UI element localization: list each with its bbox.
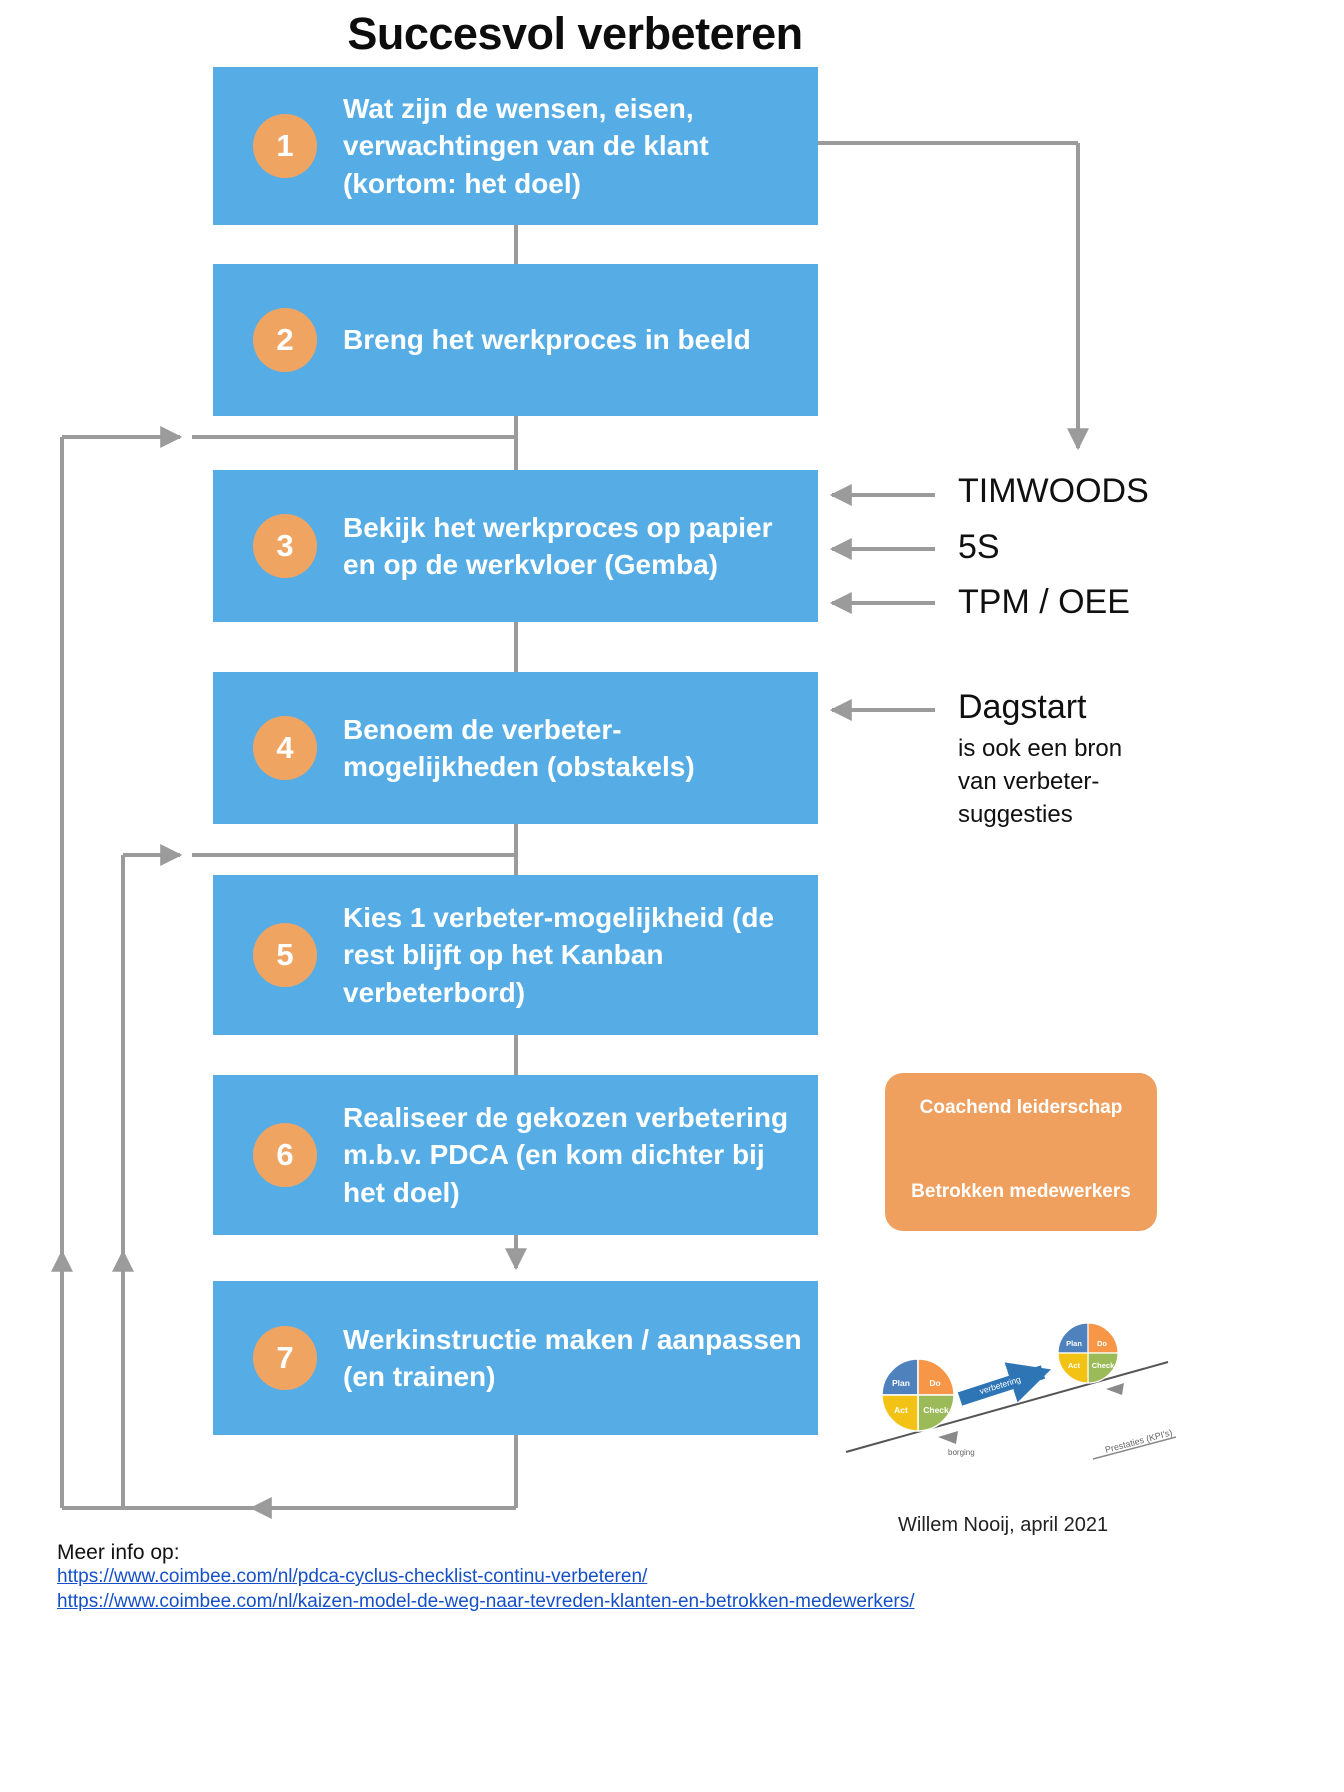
footer-link-kaizen[interactable]: https://www.coimbee.com/nl/kaizen-model-… [57,1591,915,1612]
step-6-number-badge: 6 [253,1123,317,1187]
step-box-7: 7 Werkinstructie maken / aanpassen (en t… [213,1281,818,1435]
leadership-line-2: Betrokken medewerkers [911,1181,1131,1202]
step-6-number: 6 [276,1137,294,1172]
svg-text:Plan: Plan [1066,1339,1082,1348]
step-box-3: 3 Bekijk het werkproces op papier en op … [213,470,818,622]
label-dagstart: Dagstart [958,688,1087,726]
kpi-axis-line [1092,1436,1177,1460]
step-1-number-badge: 1 [253,114,317,178]
page-title: Succesvol verbeteren [347,8,803,59]
footer-link-pdca[interactable]: https://www.coimbee.com/nl/pdca-cyclus-c… [57,1566,648,1587]
borging-label: borging [948,1448,975,1457]
step-2-number: 2 [276,322,294,357]
label-tpm-oee: TPM / OEE [958,583,1130,621]
step-4-number-badge: 4 [253,716,317,780]
step-4-text: Benoem de verbeter-mogelijkheden (obstak… [343,713,695,782]
slope-line [845,1361,1169,1453]
svg-text:Act: Act [894,1405,908,1415]
chock-right [1106,1383,1124,1395]
step-7-number: 7 [276,1340,294,1375]
label-5s: 5S [958,528,1000,566]
step-1-number: 1 [276,128,294,163]
step-box-1: 1 Wat zijn de wensen, eisen, verwachting… [213,67,818,225]
step-7-text: Werkinstructie maken / aanpassen (en tra… [343,1323,802,1392]
step-2-number-badge: 2 [253,308,317,372]
pdca-wheel-small [1057,1322,1119,1384]
step-2-text: Breng het werkproces in beeld [343,324,751,356]
svg-text:Act: Act [1068,1361,1081,1370]
svg-text:Check: Check [1092,1361,1115,1370]
pdca-slope-figure: Plan Do Check Act Plan Do Check Act verb… [845,1322,1177,1460]
step-box-2: 2 Breng het werkproces in beeld [213,264,818,416]
step-5-number: 5 [276,937,294,972]
step-3-number-badge: 3 [253,514,317,578]
chock-left [938,1431,958,1444]
svg-text:Check: Check [923,1405,949,1415]
step-box-5: 5 Kies 1 verbeter-mogelijkheid (de rest … [213,875,818,1035]
leadership-line-1: Coachend leiderschap [919,1097,1123,1118]
step-5-number-badge: 5 [253,923,317,987]
svg-text:Do: Do [1097,1339,1107,1348]
svg-text:Plan: Plan [892,1378,910,1388]
step-3-number: 3 [276,528,294,563]
credit-text: Willem Nooij, april 2021 [898,1514,1109,1536]
step-3-text: Bekijk het werkproces op papier en op de… [343,511,773,580]
label-dagstart-note: is ook een bron van verbeter-suggesties [958,735,1123,829]
step-box-4: 4 Benoem de verbeter-mogelijkheden (obst… [213,672,818,824]
label-timwoods: TIMWOODS [958,472,1149,510]
pdca-wheel-large [881,1358,955,1432]
svg-text:Do: Do [929,1378,940,1388]
step-4-number: 4 [276,730,294,765]
leadership-panel: Coachend leiderschap Betrokken medewerke… [885,1073,1157,1231]
step-5-text: Kies 1 verbeter-mogelijkheid (de rest bl… [343,902,775,1008]
step-6-text: Realiseer de gekozen verbetering m.b.v. … [343,1102,789,1208]
pdca-wheel-large-labels: Plan Do Check Act [892,1378,949,1415]
footer-label: Meer info op: [57,1541,180,1564]
step-box-6: 6 Realiseer de gekozen verbetering m.b.v… [213,1075,818,1235]
step-7-number-badge: 7 [253,1326,317,1390]
pdca-wheel-small-labels: Plan Do Check Act [1066,1339,1115,1370]
improvement-arrow [957,1362,1051,1406]
step-1-text: Wat zijn de wensen, eisen, verwachtingen… [343,93,709,199]
